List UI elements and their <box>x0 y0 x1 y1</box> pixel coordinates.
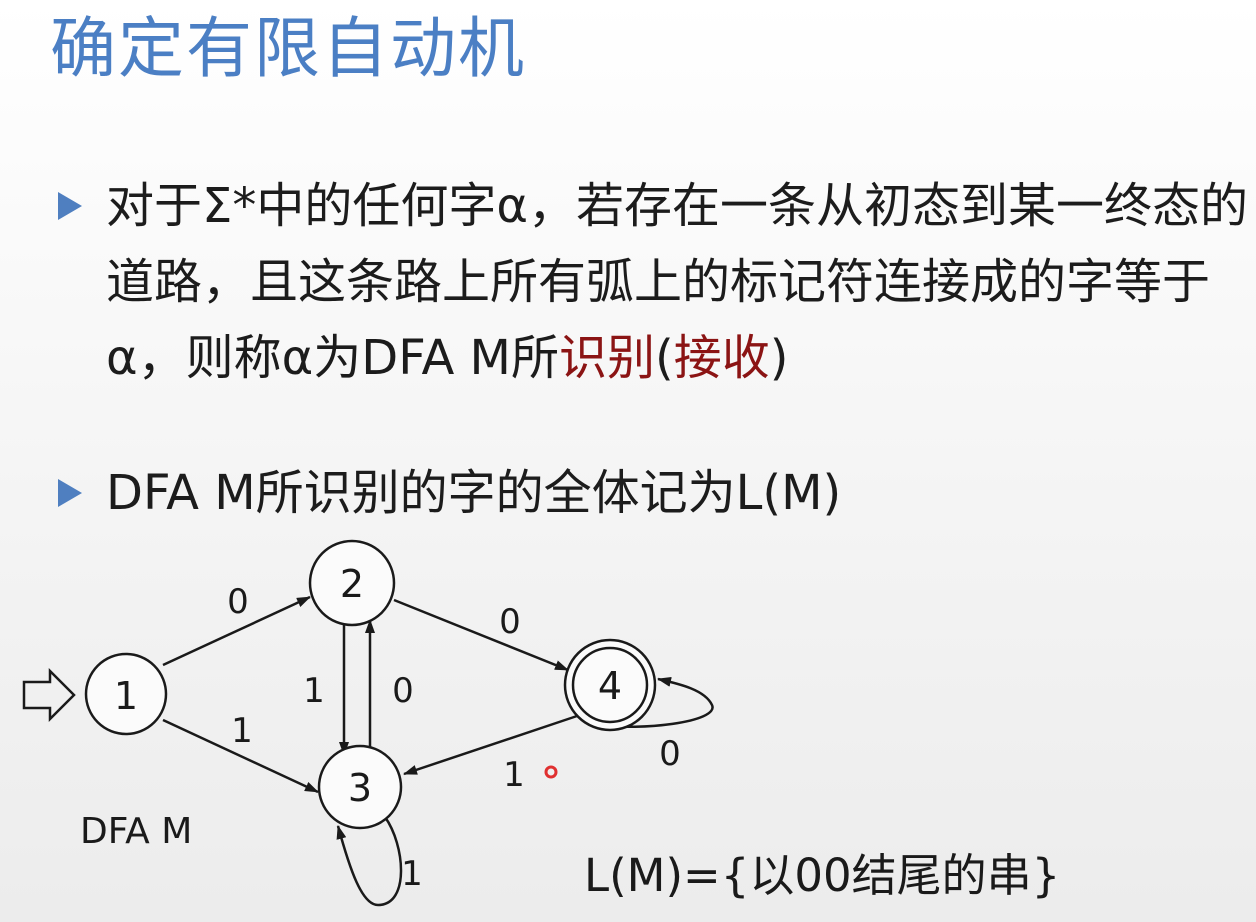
start-arrow-icon <box>22 667 76 723</box>
edge-label-2-to-3: 1 <box>303 671 325 711</box>
edge-2-to-4 <box>393 598 569 672</box>
bullet-triangle-icon <box>58 192 82 220</box>
state-label: 2 <box>340 562 364 606</box>
edge-3-self-loop <box>336 816 403 907</box>
bullet-triangle-icon <box>58 479 82 507</box>
bullet-item-definition: 对于Σ*中的任何字α，若存在一条从初态到某一终态的道路，且这条路上所有弧上的标记… <box>58 168 1248 396</box>
state-2: 2 <box>308 539 396 627</box>
language-definition: L(M)={以00结尾的串} <box>584 849 1060 902</box>
state-label: 4 <box>598 664 622 708</box>
edge-label-2-to-4: 0 <box>499 602 521 642</box>
edge-label-4-to-3: 1 <box>503 755 525 795</box>
cursor-dot-icon <box>544 765 558 779</box>
bullet-text: 对于Σ*中的任何字α，若存在一条从初态到某一终态的道路，且这条路上所有弧上的标记… <box>106 168 1248 396</box>
bullet-item-language: DFA M所识别的字的全体记为L(M) <box>58 455 1248 531</box>
paren-open: ( <box>654 330 674 386</box>
definition-text: 对于Σ*中的任何字α，若存在一条从初态到某一终态的道路，且这条路上所有弧上的标记… <box>106 178 1248 386</box>
edge-label-1-to-3: 1 <box>231 711 253 751</box>
edge-4-to-3 <box>403 713 581 776</box>
edge-label-4-self: 0 <box>659 734 681 774</box>
state-3: 3 <box>317 744 403 830</box>
state-label: 1 <box>114 674 138 718</box>
dfa-name-label: DFA M <box>80 811 192 852</box>
edge-4-self-loop <box>587 677 714 729</box>
edge-1-to-2 <box>162 595 311 667</box>
edge-1-to-3 <box>162 718 319 794</box>
highlight-accept: 接收 <box>673 330 770 386</box>
highlight-recognize: 识别 <box>558 330 655 386</box>
edge-label-3-to-2: 0 <box>392 671 414 711</box>
paren-close: ) <box>769 330 789 386</box>
state-1: 1 <box>84 652 168 736</box>
slide-title: 确定有限自动机 <box>50 10 526 87</box>
edge-label-1-to-2: 0 <box>227 582 249 622</box>
bullet-text: DFA M所识别的字的全体记为L(M) <box>106 465 842 521</box>
state-label: 3 <box>348 766 372 810</box>
edge-label-3-self: 1 <box>401 854 423 894</box>
state-4-accepting: 4 <box>563 638 657 732</box>
